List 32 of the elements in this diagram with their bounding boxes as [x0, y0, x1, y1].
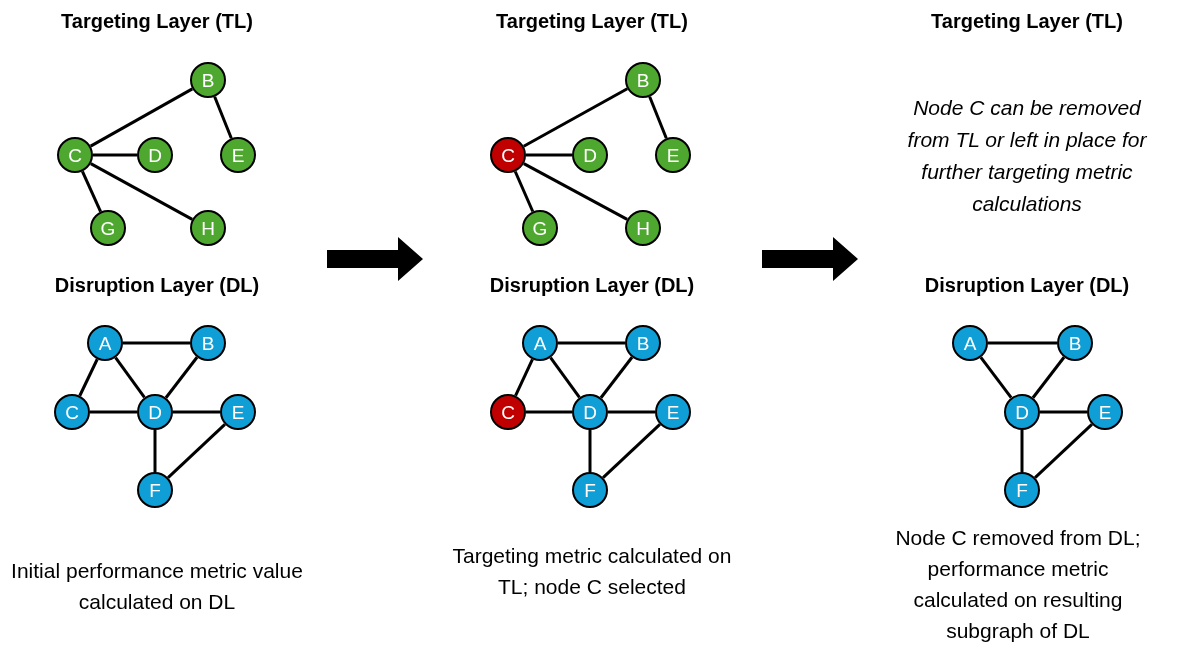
caption-text: Targeting metric calculated on TL; node C selected [451, 543, 733, 600]
link-line [526, 153, 572, 157]
link-line [648, 96, 668, 139]
note-text: Node C can be removed from TL or left in place for further targeting metric calculations [906, 95, 1148, 217]
link-line [988, 341, 1057, 345]
link-line [1020, 430, 1024, 472]
link-line [526, 410, 572, 414]
link-line [1031, 356, 1066, 399]
link-line [602, 423, 661, 479]
layer-heading: Targeting Layer (TL) [930, 9, 1124, 34]
link-line [90, 410, 137, 414]
link-line [599, 356, 634, 399]
link-line [123, 341, 190, 345]
layer-heading: Targeting Layer (TL) [60, 9, 254, 34]
link-line [1040, 410, 1087, 414]
link-line [558, 341, 625, 345]
layer-heading: Disruption Layer (DL) [923, 273, 1131, 298]
link-line [588, 430, 592, 472]
link-line [93, 153, 137, 157]
link-line [1034, 423, 1093, 479]
caption-text: Initial performance metric value calculated on DL [10, 558, 304, 615]
link-line [213, 96, 233, 139]
link-line [979, 356, 1013, 399]
link-line [167, 423, 226, 479]
link-line [164, 356, 199, 399]
layer-heading: Disruption Layer (DL) [53, 273, 261, 298]
link-line [173, 410, 220, 414]
layer-heading: Disruption Layer (DL) [488, 273, 696, 298]
caption-text: Node C removed from DL; performance metric calculated on resulting subgraph of DL [894, 525, 1142, 644]
link-line [608, 410, 655, 414]
layer-heading: Targeting Layer (TL) [495, 9, 689, 34]
link-line [153, 430, 157, 472]
